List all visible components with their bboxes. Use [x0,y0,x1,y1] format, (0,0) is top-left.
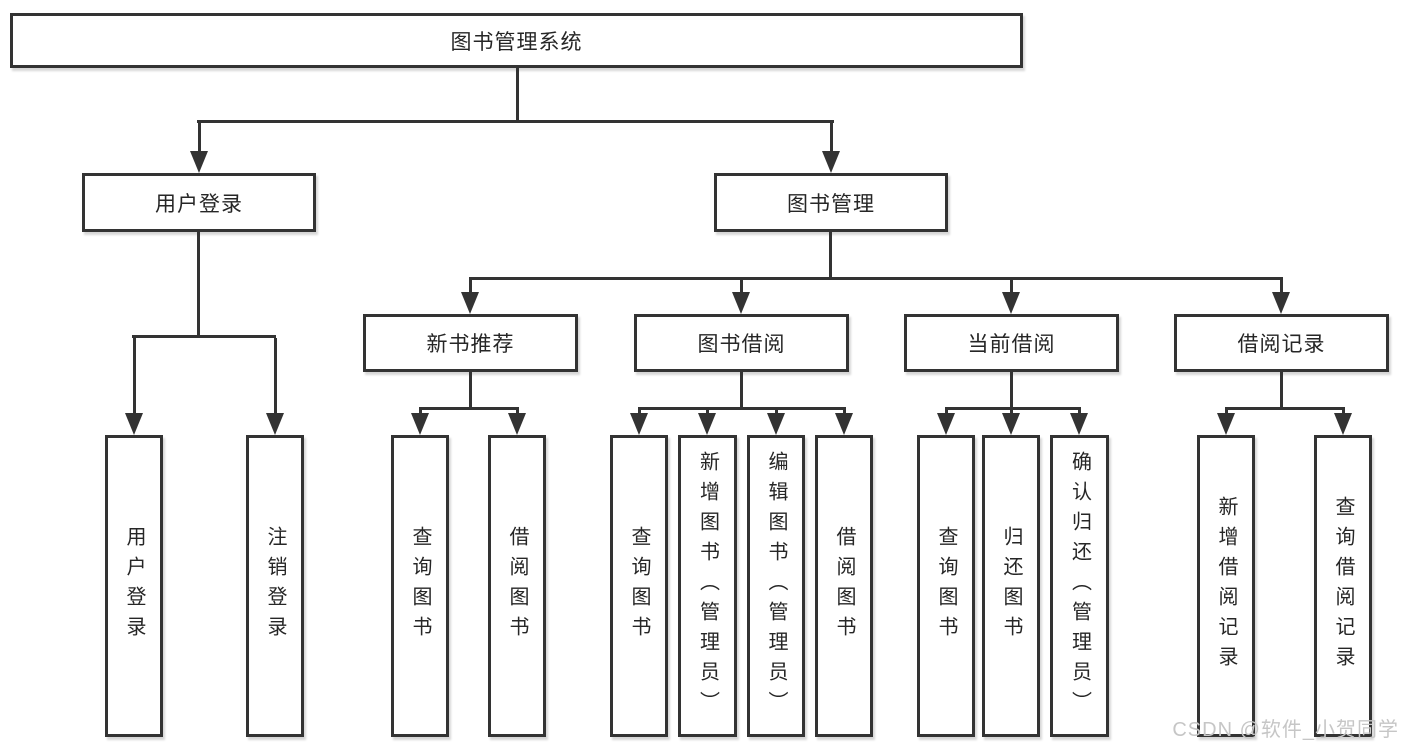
leaf-label: 确认归还（管理员） [1068,451,1091,721]
leaf-label: 查询图书 [628,526,650,646]
leaf-user-login: 用户登录 [105,435,163,737]
connector-new-book-rec-stem [469,372,472,410]
connector-arrow-br-query [1334,410,1352,435]
connector-borrow-records-stem [1280,372,1283,410]
node-user-login: 用户登录 [82,173,316,232]
node-borrow-records: 借阅记录 [1174,314,1389,372]
leaf-label: 编辑图书（管理员） [765,451,787,721]
connector-level2-branch [197,120,834,123]
leaf-bb-edit-books-admin: 编辑图书（管理员） [747,435,805,737]
leaf-label: 借阅图书 [506,526,528,646]
connector-arrow-cb-confirm [1070,410,1088,435]
leaf-cb-confirm-return-admin: 确认归还（管理员） [1050,435,1109,737]
connector-arrow-br-add [1217,410,1235,435]
connector-arrow-book-borrow [732,280,750,314]
connector-arrow-bb-add [698,410,716,435]
connector-level3-branch [469,277,1283,280]
node-new-book-rec: 新书推荐 [363,314,578,372]
node-book-mgmt: 图书管理 [714,173,948,232]
leaf-bb-add-books-admin: 新增图书（管理员） [678,435,737,737]
leaf-bb-borrow-books: 借阅图书 [815,435,873,737]
leaf-cb-return-books: 归还图书 [982,435,1040,737]
leaf-label: 借阅图书 [833,526,855,646]
connector-arrow-nb-query [411,410,429,435]
connector-arrow-book-mgmt [822,123,840,173]
leaf-label: 用户登录 [123,526,145,646]
leaf-br-query-record: 查询借阅记录 [1314,435,1372,737]
connector-book-mgmt-stem [829,232,832,280]
connector-arrow-bb-query [630,410,648,435]
connector-arrow-leaf-login [125,338,143,435]
leaf-cb-query-books: 查询图书 [917,435,975,737]
connector-arrow-bb-borrow [835,410,853,435]
connector-arrow-bb-edit [767,410,785,435]
leaf-label: 归还图书 [1000,526,1022,646]
connector-arrow-current-borrow [1002,280,1020,314]
csdn-watermark: CSDN @软件_小贺同学 [1172,719,1399,741]
connector-borrow-records-branch [1225,407,1345,410]
node-current-borrow: 当前借阅 [904,314,1119,372]
connector-arrow-cb-return [1002,410,1020,435]
connector-arrow-nb-borrow [508,410,526,435]
leaf-label: 查询图书 [935,526,957,646]
leaf-label: 新增图书（管理员） [696,451,719,721]
connector-current-borrow-stem [1010,372,1013,410]
leaf-label: 查询图书 [409,526,431,646]
connector-arrow-cb-query [937,410,955,435]
connector-new-book-rec-branch [419,407,519,410]
connector-user-login-stem [197,232,200,338]
connector-arrow-borrow-records [1272,280,1290,314]
node-root: 图书管理系统 [10,13,1023,68]
connector-root-stem [516,68,519,123]
connector-arrow-leaf-logout [266,338,284,435]
leaf-label: 注销登录 [264,526,286,646]
connector-arrow-user-login [190,123,208,173]
connector-arrow-new-book-rec [461,280,479,314]
leaf-logout: 注销登录 [246,435,304,737]
connector-user-login-branch [132,335,276,338]
node-book-borrow: 图书借阅 [634,314,849,372]
connector-book-borrow-branch [638,407,846,410]
leaf-bb-query-books: 查询图书 [610,435,668,737]
leaf-br-add-record: 新增借阅记录 [1197,435,1255,737]
leaf-label: 查询借阅记录 [1332,496,1354,676]
leaf-nb-query-books: 查询图书 [391,435,449,737]
connector-book-borrow-stem [740,372,743,410]
connector-current-borrow-branch [945,407,1081,410]
leaf-label: 新增借阅记录 [1215,496,1237,676]
leaf-nb-borrow-books: 借阅图书 [488,435,546,737]
